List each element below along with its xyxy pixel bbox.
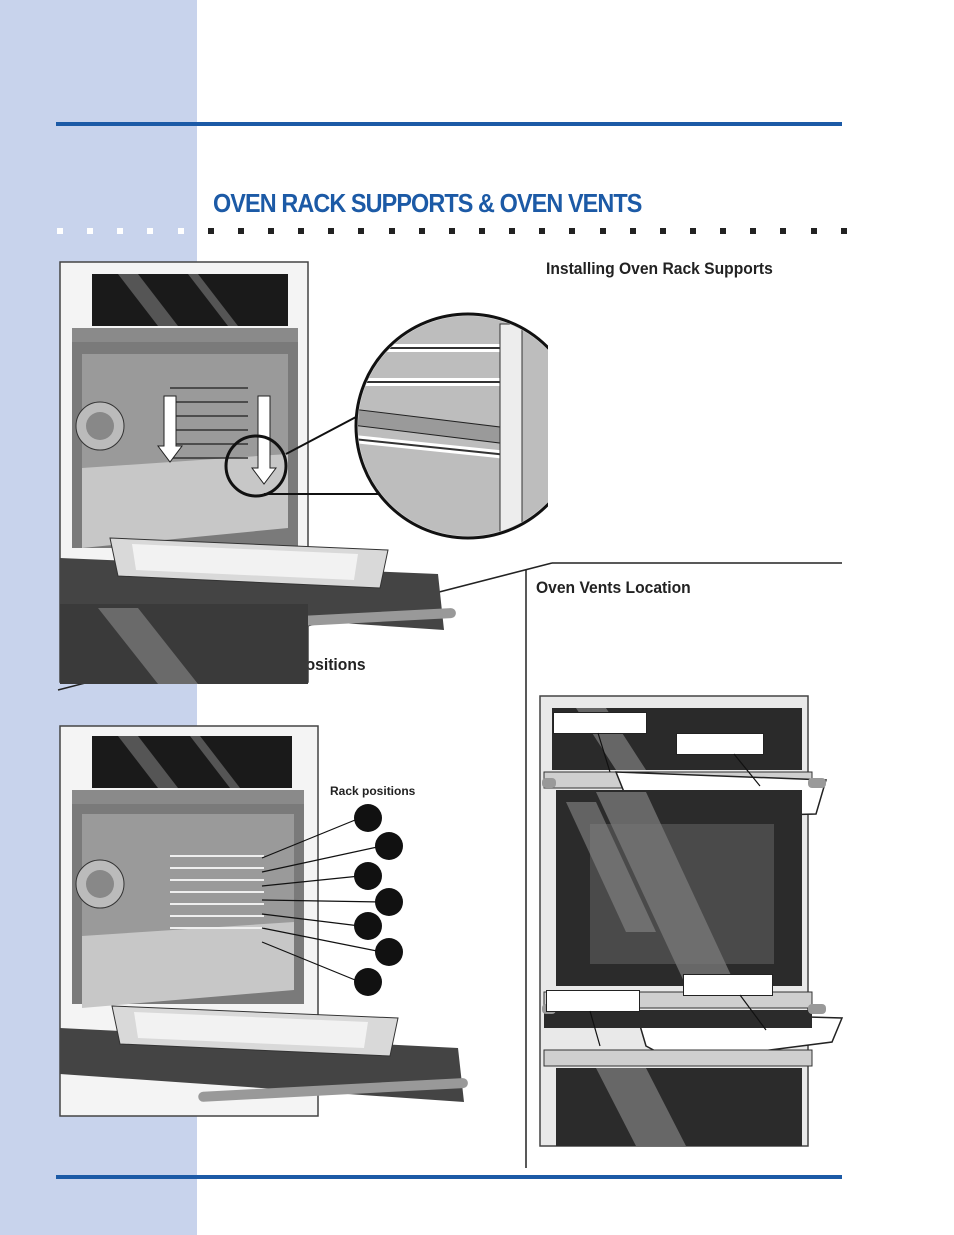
rack-position-marker <box>354 968 382 996</box>
rack-positions-label: Rack positions <box>330 784 416 798</box>
rack-position-marker <box>354 862 382 890</box>
dotted-divider <box>57 228 847 236</box>
vent-callout-upper-left <box>553 712 647 734</box>
heading-oven-vents-location: Oven Vents Location <box>536 578 691 597</box>
rack-position-marker <box>354 912 382 940</box>
vent-callout-upper-right <box>676 733 764 755</box>
heading-installing-rack-supports: Installing Oven Rack Supports <box>546 259 773 278</box>
top-rule <box>56 122 842 126</box>
rack-position-marker <box>375 888 403 916</box>
vent-callout-lower-left <box>546 990 640 1012</box>
vent-callout-lower-right <box>683 974 773 996</box>
oven-rack-positions-illustration <box>59 725 468 1117</box>
rack-position-marker <box>354 804 382 832</box>
bottom-rule <box>56 1175 842 1179</box>
oven-rack-supports-illustration <box>59 261 548 684</box>
rack-position-marker <box>375 832 403 860</box>
page-title: OVEN RACK SUPPORTS & OVEN VENTS <box>213 188 642 218</box>
rack-position-marker <box>375 938 403 966</box>
